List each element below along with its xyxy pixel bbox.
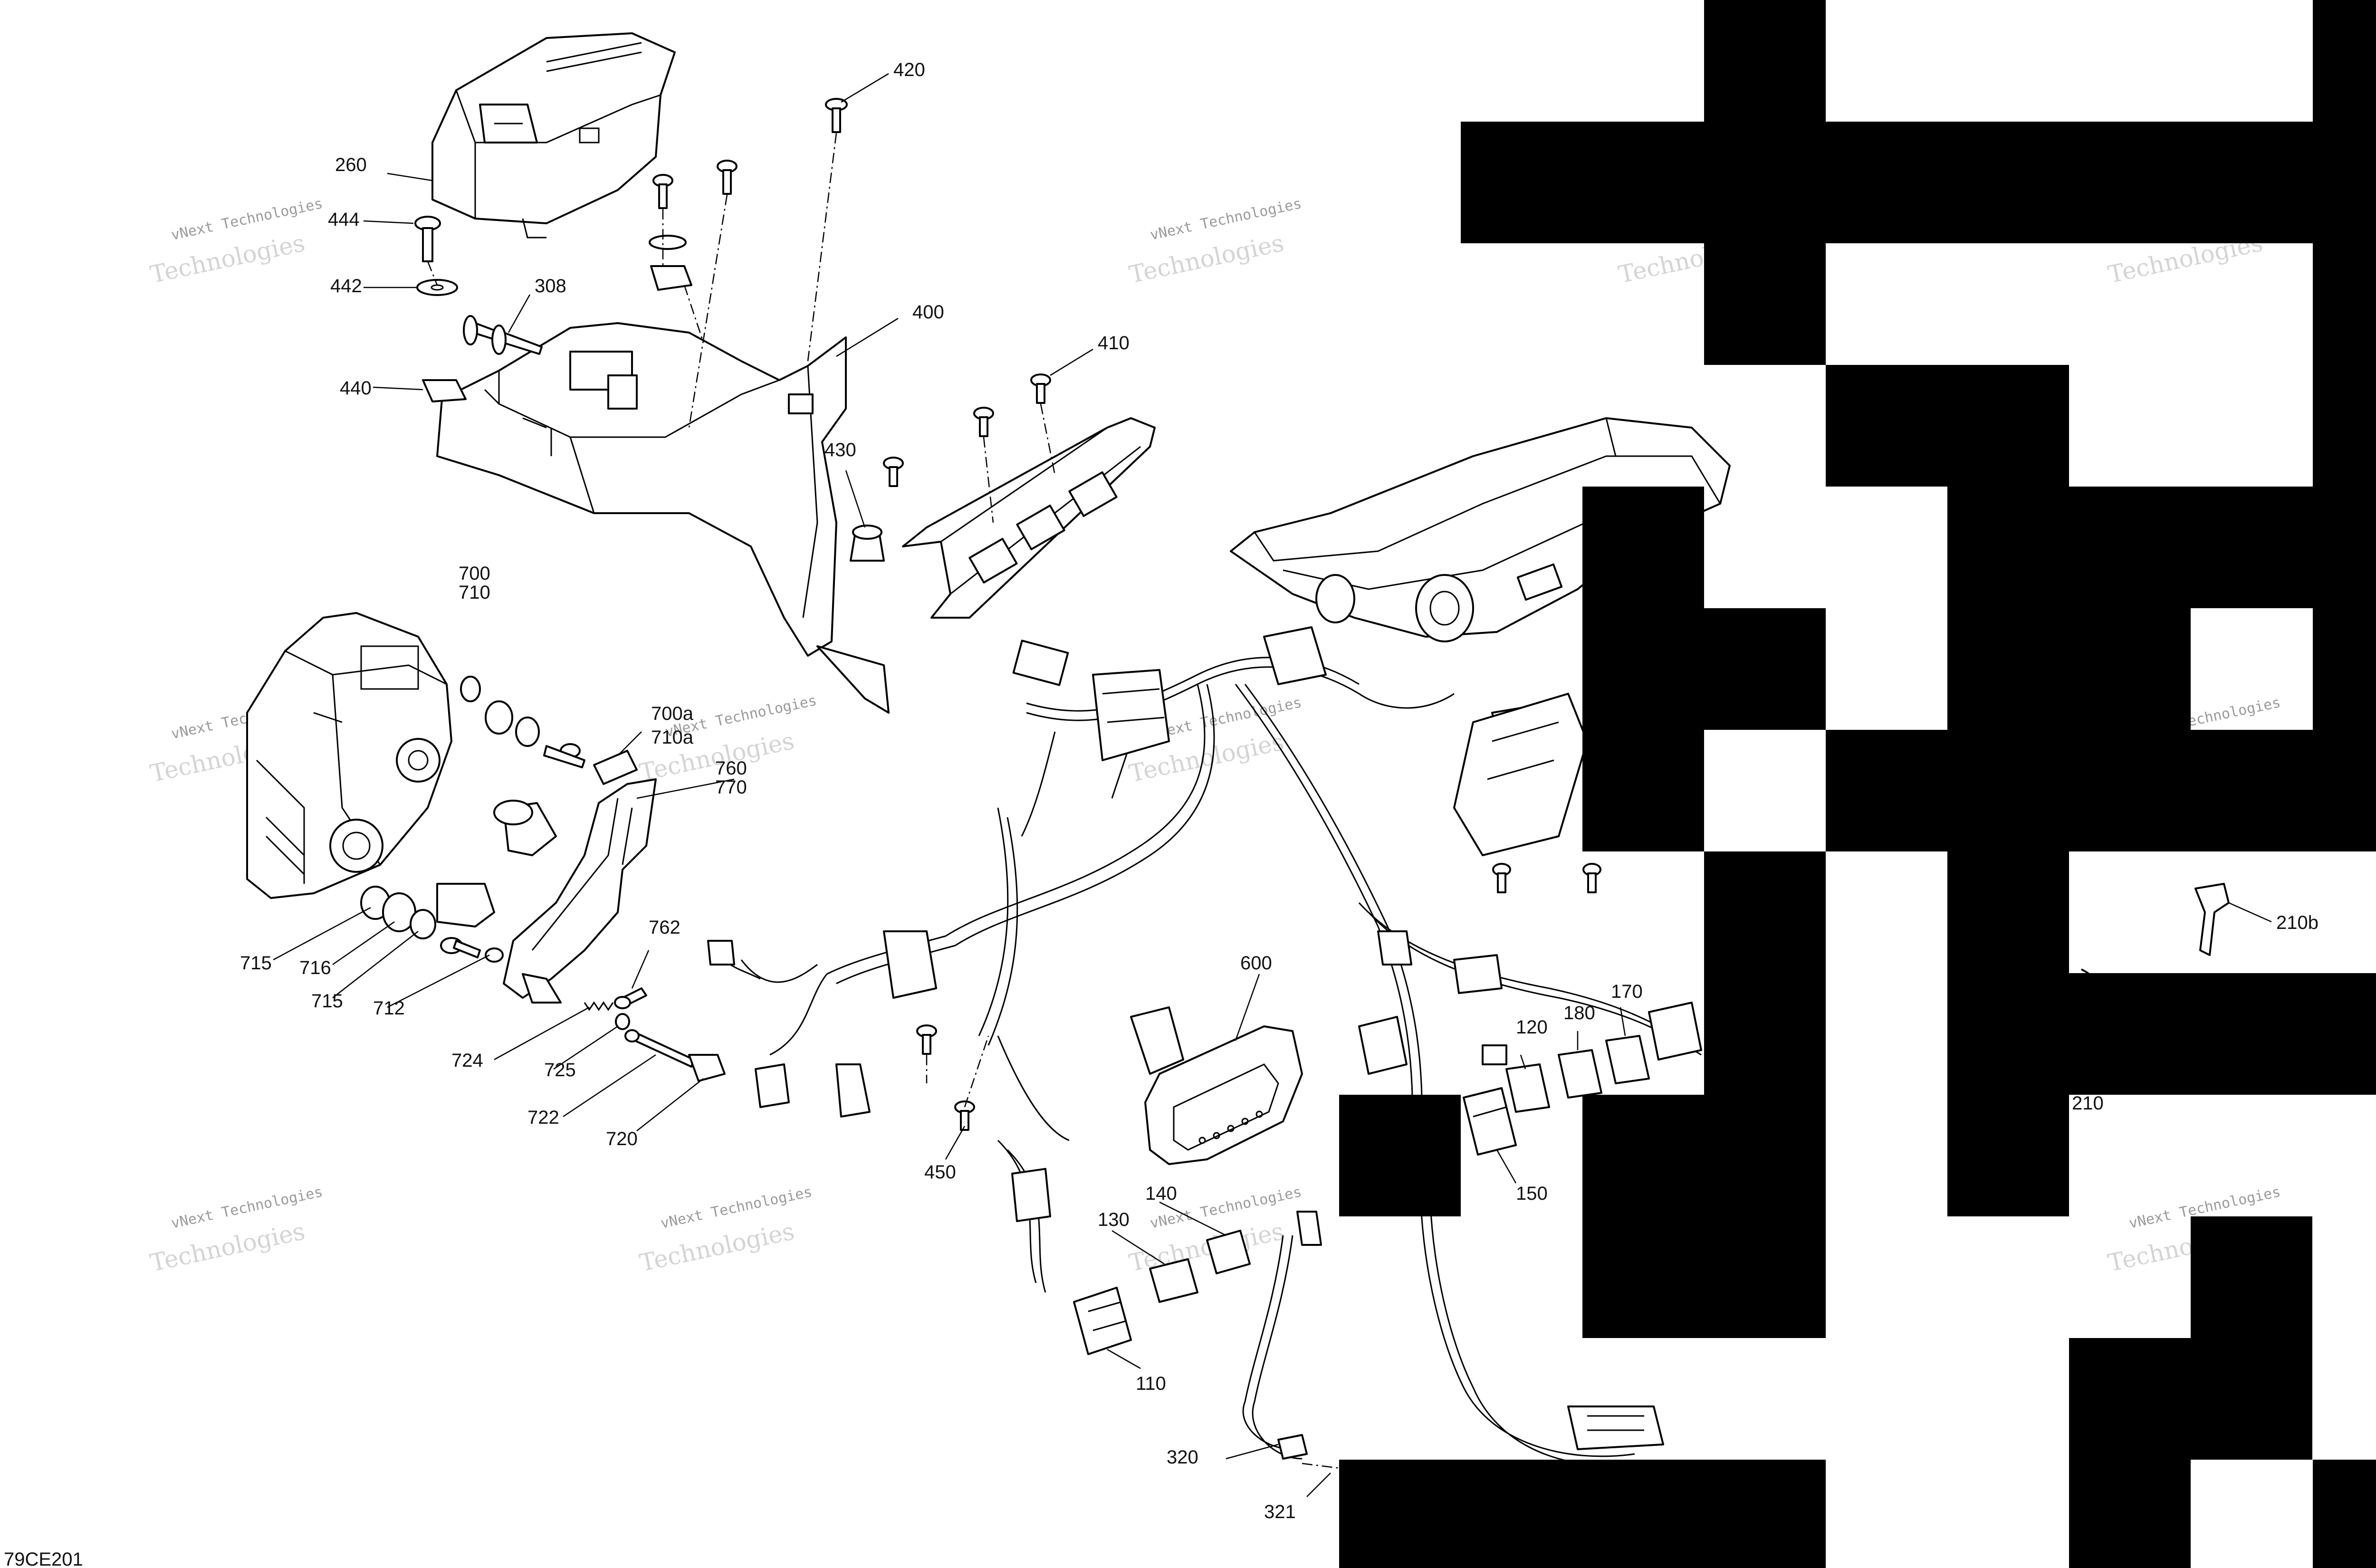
part-410-switch-panel [883, 373, 1156, 619]
callout-715: 715 [240, 953, 272, 974]
part-700-headlight [246, 612, 452, 899]
callout-725: 725 [544, 1060, 576, 1080]
callout-712: 712 [373, 998, 405, 1019]
callout-400: 400 [912, 302, 944, 323]
callout-716: 716 [299, 957, 331, 978]
callout-170: 170 [1611, 981, 1643, 1002]
callout-308: 308 [535, 276, 566, 296]
callout-720: 720 [606, 1128, 638, 1149]
leader-lines [273, 73, 2272, 1497]
callout-715-second: 715 [311, 991, 343, 1012]
callout-700a: 700a [651, 703, 694, 724]
callout-770: 770 [715, 777, 747, 798]
watermark: Technologies vNext Technologies [148, 195, 324, 288]
callout-140: 140 [1145, 1183, 1177, 1204]
callout-320: 320 [1167, 1447, 1198, 1468]
callout-260: 260 [335, 154, 367, 175]
callout-labels: 420 260 444 442 308 400 410 440 430 700 … [240, 59, 2319, 1522]
dashed-leaders-top [427, 133, 837, 428]
headlight-hardware [360, 676, 638, 963]
callout-600: 600 [1240, 953, 1272, 974]
callout-180: 180 [1563, 1003, 1595, 1023]
callout-420: 420 [893, 59, 925, 80]
callout-442: 442 [330, 276, 362, 296]
callout-130: 130 [1098, 1209, 1130, 1230]
adjuster-hardware [584, 987, 726, 1082]
callout-120: 120 [1516, 1017, 1548, 1038]
drawing-code: 79CE201 [4, 1549, 83, 1568]
callout-762: 762 [649, 917, 680, 938]
callout-724: 724 [451, 1050, 483, 1071]
callout-210: 210 [2072, 1093, 2104, 1114]
callout-110: 110 [1136, 1373, 1166, 1394]
callout-410: 410 [1098, 333, 1130, 354]
callout-430: 430 [824, 440, 856, 460]
watermark: Technologies vNext Technologies [637, 1184, 814, 1277]
handlebar-pod [1230, 417, 1731, 642]
part-450-screws [916, 1024, 989, 1131]
part-600-display [1144, 1025, 1303, 1165]
part-400-bracket [436, 322, 890, 714]
callout-722: 722 [527, 1107, 559, 1128]
callout-710: 710 [459, 582, 490, 603]
part-260-upper-cover [431, 32, 676, 239]
right-fragments [1453, 693, 2230, 989]
callout-321: 321 [1264, 1501, 1296, 1522]
callout-210b: 210b [2276, 912, 2319, 933]
callout-450: 450 [924, 1162, 956, 1183]
callout-444: 444 [328, 209, 360, 230]
callout-710a: 710a [651, 727, 694, 748]
black-mask-blocks [1339, 0, 2376, 1568]
switch-modules-lower [1073, 1002, 1702, 1469]
callout-760: 760 [715, 758, 747, 779]
watermark: Technologies vNext Technologies [1127, 195, 1303, 288]
watermark: Technologies vNext Technologies [148, 1184, 324, 1277]
callout-700: 700 [459, 563, 490, 584]
callout-150: 150 [1516, 1183, 1548, 1204]
part-760-headlight-bracket [493, 778, 657, 1004]
callout-440: 440 [340, 378, 372, 399]
